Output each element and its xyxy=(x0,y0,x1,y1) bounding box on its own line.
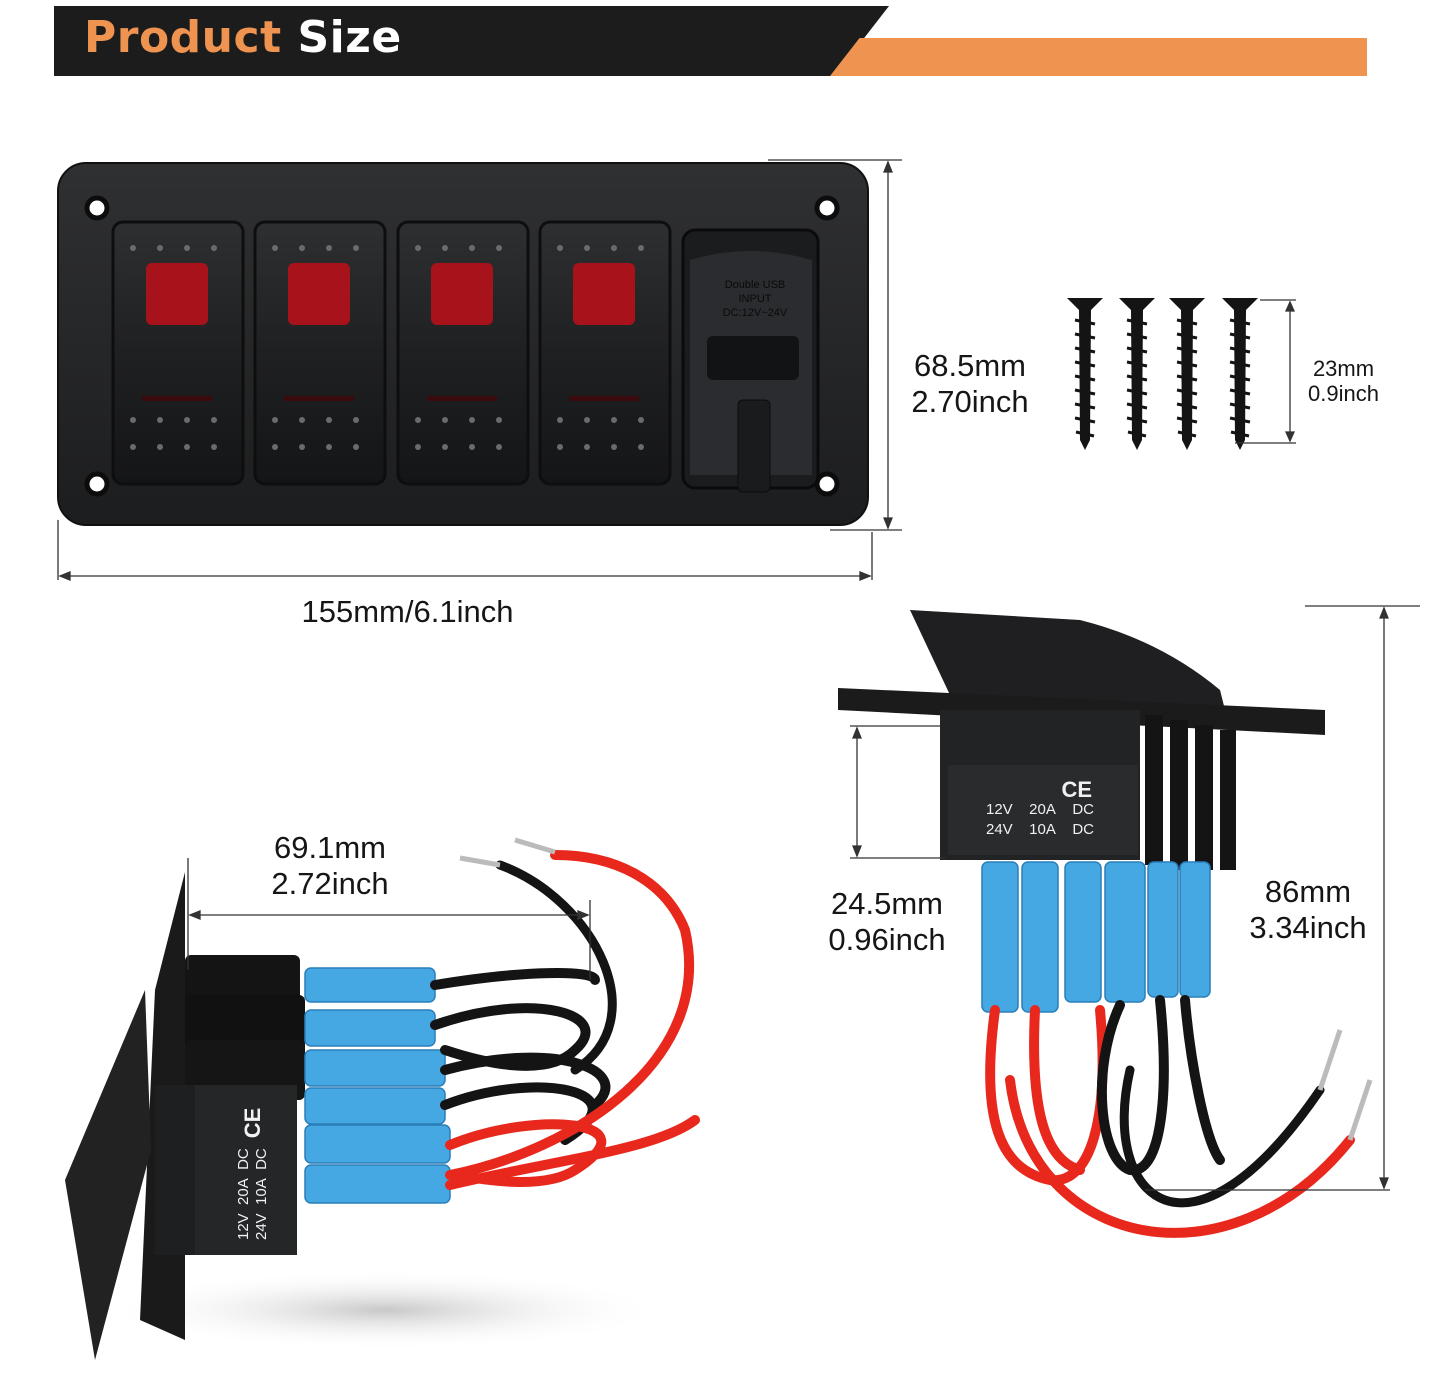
panel-width-label: 155mm/6.1inch xyxy=(301,594,514,629)
rating-voltage-1: 12V xyxy=(986,801,1013,818)
rocker-switch-4 xyxy=(538,220,672,486)
rocker-top xyxy=(910,610,1225,710)
rating-current-1: 20A xyxy=(1029,801,1056,818)
rating-current-2: 10A xyxy=(1029,821,1056,838)
rating-type-2: DC xyxy=(1072,821,1094,838)
title-word-product: Product xyxy=(84,12,282,63)
rating-type-1: DC xyxy=(235,1148,252,1170)
rating-type-2: DC xyxy=(253,1148,270,1170)
body-depth-mm: 24.5mm xyxy=(831,886,943,921)
side-depth-label: 69.1mm 2.72inch xyxy=(240,830,420,902)
rocker-switch-3 xyxy=(396,220,530,486)
screw-icon xyxy=(1067,298,1258,450)
usb-label-line3: DC:12V~24V xyxy=(722,307,788,319)
rocker-switch-1 xyxy=(111,220,245,486)
blue-connectors xyxy=(304,967,451,1204)
rating-current-2: 10A xyxy=(253,1178,270,1205)
usb-label-line2: INPUT xyxy=(738,293,772,305)
side-depth-mm: 69.1mm xyxy=(274,830,386,865)
total-height-mm: 86mm xyxy=(1264,874,1352,909)
wires xyxy=(430,850,700,1190)
rating-type-1: DC xyxy=(1072,801,1094,818)
rating-voltage-1: 12V xyxy=(235,1213,252,1240)
rocker-switch-2 xyxy=(253,220,387,486)
screw-dimension-line xyxy=(1235,299,1296,444)
rating-voltage-2: 24V xyxy=(986,821,1013,838)
side-view-illustration xyxy=(65,837,700,1360)
ce-mark-icon: CE xyxy=(1061,777,1092,802)
front-panel-illustration xyxy=(57,159,902,581)
back-rating-label: CE 12V 20A DC 24V 10A DC xyxy=(980,777,1100,840)
wires xyxy=(985,995,1355,1238)
rocker-side xyxy=(65,990,151,1360)
screw-length-mm: 23mm xyxy=(1312,356,1375,381)
total-height-inch: 3.34inch xyxy=(1249,910,1367,945)
usb-label: Double USB INPUT DC:12V~24V xyxy=(700,278,810,320)
panel-height-label: 68.5mm 2.70inch xyxy=(895,348,1045,420)
screw-length-inch: 0.9inch xyxy=(1308,381,1379,406)
dimension-lines xyxy=(57,159,902,581)
usb-charger-module xyxy=(681,228,820,493)
back-view-illustration xyxy=(838,605,1420,1238)
wire-tips xyxy=(1317,1029,1373,1141)
body-depth-label: 24.5mm 0.96inch xyxy=(812,886,962,958)
panel-height-inch: 2.70inch xyxy=(911,384,1029,419)
body-depth-inch: 0.96inch xyxy=(828,922,946,957)
screw-length-label: 23mm 0.9inch xyxy=(1296,356,1391,406)
wire-tips xyxy=(459,837,556,868)
ce-mark-icon: CE xyxy=(240,1107,265,1139)
title-word-size: Size xyxy=(297,12,402,63)
depth-dimension-line xyxy=(187,858,591,980)
header-banner-accent xyxy=(830,38,1367,76)
usb-label-line1: Double USB xyxy=(724,279,786,291)
dimension-lines xyxy=(850,605,1420,1191)
page-title: Product Size xyxy=(84,10,402,66)
blue-connectors xyxy=(981,861,1211,1013)
header-banner-dark xyxy=(54,6,889,76)
panel-height-mm: 68.5mm xyxy=(914,348,1026,383)
rocker-dots xyxy=(130,245,644,450)
rating-voltage-2: 24V xyxy=(253,1213,270,1240)
rating-current-1: 20A xyxy=(235,1178,252,1205)
side-depth-inch: 2.72inch xyxy=(271,866,389,901)
usb-port-icon xyxy=(707,336,799,380)
screws-illustration xyxy=(1067,298,1296,450)
total-height-label: 86mm 3.34inch xyxy=(1238,874,1378,946)
mounting-hole-icon xyxy=(84,195,840,497)
side-rating-label: 12V 20A DC 24V 10A DC CE xyxy=(235,1080,285,1240)
